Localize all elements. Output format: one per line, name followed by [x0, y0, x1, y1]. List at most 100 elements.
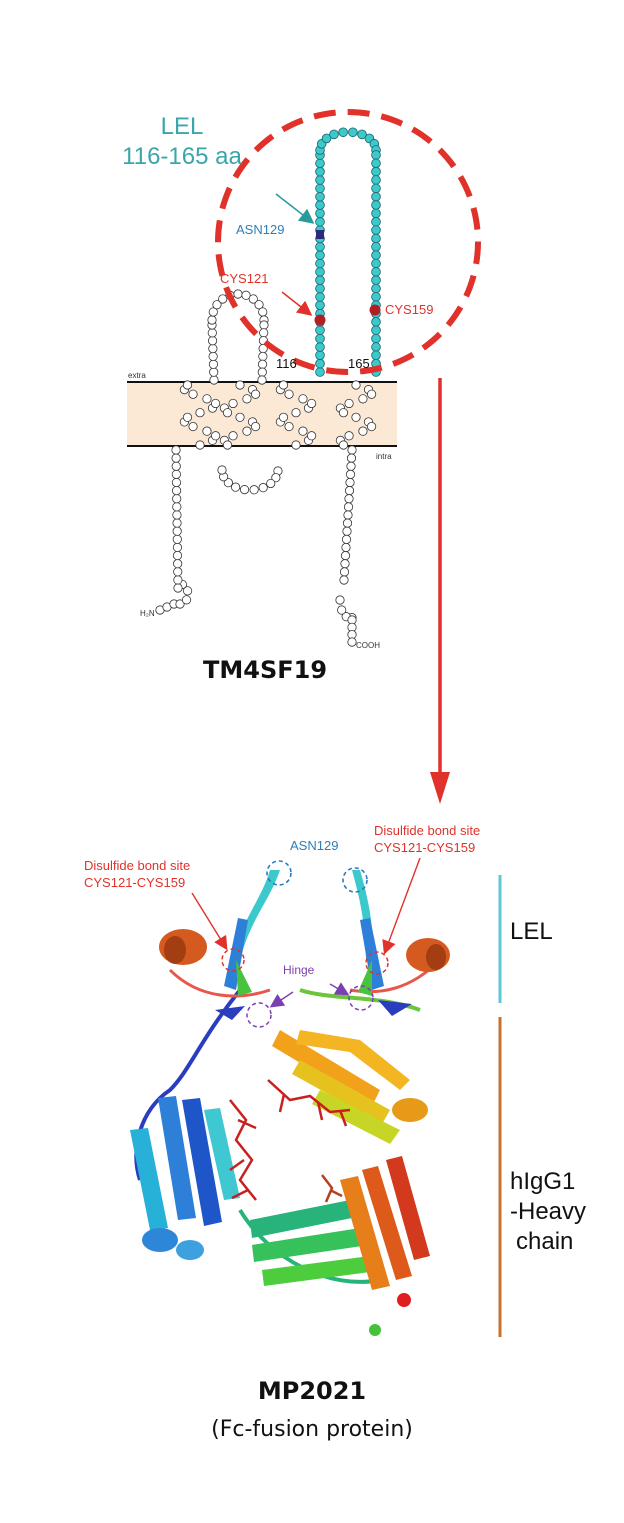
- disulfide-left-line1: Disulfide bond site: [84, 858, 191, 873]
- residue-bead: [172, 494, 182, 504]
- c-terminus-label: COOH: [356, 641, 380, 650]
- residue-bead: [188, 421, 198, 432]
- residue-bead: [371, 175, 381, 185]
- residue-bead: [284, 421, 294, 432]
- residue-bead: [315, 267, 325, 277]
- cys159-label: CYS159: [385, 302, 434, 317]
- heavy-chain-line2: -Heavy: [510, 1198, 587, 1225]
- residue-bead: [188, 389, 198, 399]
- residue-bead: [195, 440, 205, 450]
- beta-strand: [358, 960, 372, 996]
- fc-sheet: [204, 1108, 240, 1200]
- glycan: [229, 1099, 257, 1201]
- residue-bead: [172, 510, 182, 520]
- lel-highlight-circle: [215, 109, 481, 375]
- residue-bead: [207, 328, 217, 338]
- fc-sheet: [292, 1060, 390, 1124]
- residue-bead: [172, 526, 182, 536]
- residue-bead: [195, 408, 205, 418]
- glycan: [321, 1174, 343, 1203]
- fc-sheet: [272, 1030, 380, 1106]
- fc-sheet: [130, 1128, 168, 1230]
- residue-bead: [171, 485, 182, 496]
- residue-bead: [254, 300, 264, 310]
- residue-bead: [329, 129, 339, 140]
- residue-bead: [173, 567, 183, 577]
- residue-bead: [315, 283, 325, 294]
- residue-bead: [298, 394, 308, 404]
- residue-bead: [315, 216, 325, 227]
- residue-bead: [341, 542, 351, 553]
- hinge-arrow-right: [329, 982, 350, 996]
- asn129-marker-left: [266, 860, 292, 886]
- residue-bead: [344, 398, 354, 409]
- residue-bead: [371, 242, 381, 252]
- residue-bead: [371, 317, 381, 327]
- residue-bead: [337, 605, 347, 615]
- terminal-atom: [369, 1324, 381, 1336]
- residue-bead: [306, 431, 317, 441]
- residue-bead: [257, 359, 268, 369]
- residue-bead: [209, 367, 219, 377]
- residue-bead: [173, 559, 183, 569]
- protein-structure: [130, 870, 450, 1336]
- residue-bead: [207, 315, 217, 325]
- fc-helix: [142, 1228, 178, 1252]
- residue-bead: [342, 518, 353, 528]
- residue-bead: [239, 485, 250, 495]
- residue-bead: [340, 559, 350, 569]
- position-165-label: 165: [348, 356, 370, 371]
- disulfide-marker-left: [221, 948, 245, 972]
- residue-bead: [315, 367, 325, 377]
- beta-strand: [224, 918, 248, 990]
- residue-bead: [345, 469, 356, 479]
- residue-bead: [182, 412, 193, 422]
- fc-sheet: [340, 1176, 390, 1290]
- residue-bead: [371, 267, 381, 277]
- disulfide-label-right: Disulfide bond site CYS121-CYS159: [374, 822, 480, 856]
- extra-label: extra: [128, 371, 146, 380]
- residue-bead: [339, 575, 349, 585]
- residue-bead: [342, 526, 352, 536]
- residue-bead: [371, 166, 381, 177]
- residue-bead: [371, 233, 381, 244]
- bottom-protein-subtitle: (Fc-fusion protein): [211, 1417, 413, 1442]
- hinge-arrow-left: [269, 991, 294, 1008]
- fc-helix: [392, 1098, 428, 1122]
- residue-bead: [210, 398, 221, 409]
- residue-bead: [345, 477, 355, 488]
- residue-bead: [351, 412, 361, 422]
- residue-bead: [181, 595, 192, 605]
- asn129-residue: [316, 230, 324, 239]
- cys159-residue: [369, 304, 381, 316]
- residue-bead: [371, 191, 381, 202]
- lel-title-line1: LEL: [160, 113, 204, 140]
- residue-bead: [315, 200, 325, 210]
- fc-sheet: [250, 1200, 352, 1238]
- residue-bead: [208, 351, 218, 362]
- residue-bead: [315, 258, 325, 269]
- residue-bead: [306, 398, 317, 409]
- residue-bead: [315, 166, 325, 177]
- fc-sheet: [252, 1228, 362, 1262]
- residue-bead: [223, 478, 233, 488]
- residue-bead: [202, 426, 212, 436]
- residue-bead: [202, 394, 212, 404]
- asn129-marker-right: [342, 867, 368, 893]
- residue-bead: [321, 133, 332, 144]
- lel-title-line2: 116-165 aa: [122, 143, 242, 170]
- lel-title: LEL 116-165 aa: [112, 112, 252, 172]
- disulfide-arrow-left: [191, 892, 228, 951]
- n-terminus-label: H₂N: [140, 609, 155, 618]
- residue-bead: [172, 550, 183, 561]
- residue-bead: [315, 300, 325, 311]
- residue-bead: [171, 453, 181, 463]
- fc-sheet: [386, 1156, 430, 1260]
- residue-bead: [242, 394, 252, 404]
- intra-label: intra: [376, 452, 392, 461]
- residue-bead: [366, 421, 377, 432]
- residue-bead: [259, 328, 269, 338]
- residue-bead: [315, 350, 325, 361]
- hinge-label: Hinge: [283, 963, 315, 977]
- residue-bead: [366, 389, 377, 399]
